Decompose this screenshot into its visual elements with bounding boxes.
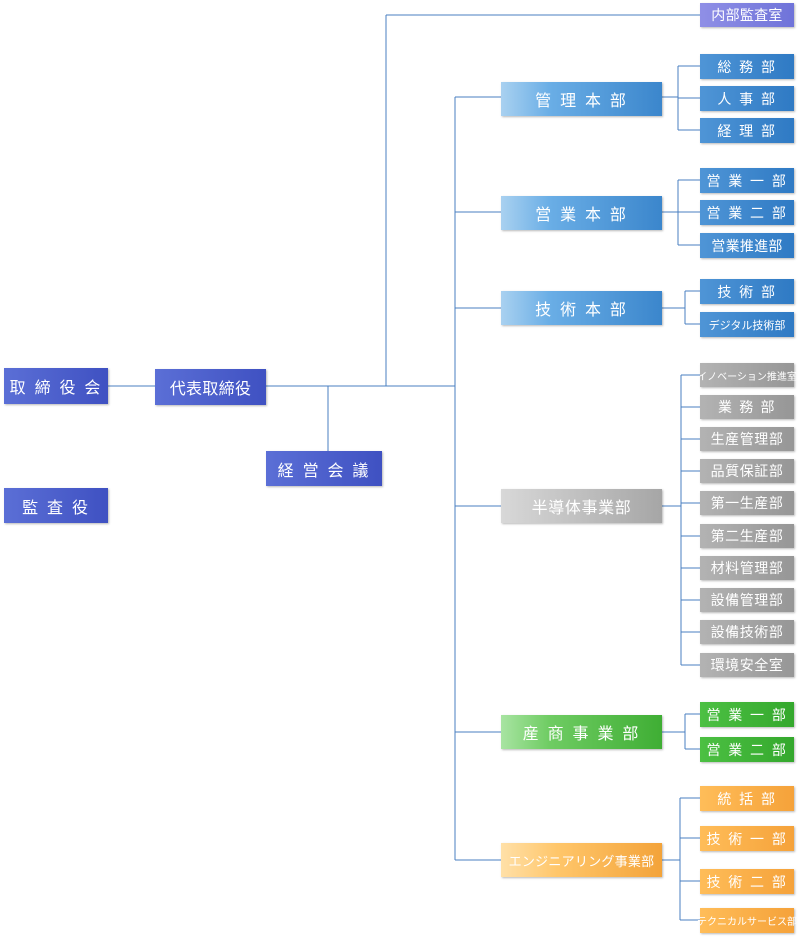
division-tech-box: 技 術 本 部 [501, 291, 662, 325]
dept-general-affairs: 総 務 部 [700, 54, 794, 79]
dept-general-management: 統 括 部 [700, 786, 794, 811]
dept-quality-assurance: 品質保証部 [700, 459, 794, 483]
dept-environment-safety: 環境安全室 [700, 653, 794, 677]
division-sales-box: 営 業 本 部 [501, 196, 662, 230]
board-of-directors-box: 取 締 役 会 [4, 368, 108, 404]
president-box: 代表取締役 [155, 369, 266, 405]
dept-technical-service: テクニカルサービス部 [697, 908, 797, 933]
dept-production-control: 生産管理部 [700, 427, 794, 451]
auditor-box: 監 査 役 [4, 488, 108, 523]
dept-equipment-control: 設備管理部 [700, 588, 794, 612]
division-trading-box: 産 商 事 業 部 [501, 715, 662, 749]
dept-sales-promotion: 営業推進部 [700, 233, 794, 258]
dept-trading-sales-2: 営 業 二 部 [700, 737, 794, 762]
dept-technology: 技 術 部 [700, 279, 794, 304]
division-admin-box: 管 理 本 部 [501, 82, 662, 116]
dept-materials-control: 材料管理部 [700, 556, 794, 580]
dept-accounting: 経 理 部 [700, 118, 794, 143]
dept-human-resources: 人 事 部 [700, 86, 794, 111]
dept-equipment-technology: 設備技術部 [700, 620, 794, 644]
dept-production-1: 第一生産部 [700, 491, 794, 515]
dept-trading-sales-1: 営 業 一 部 [700, 702, 794, 727]
dept-engineering-2: 技 術 二 部 [700, 869, 794, 894]
division-semiconductor-box: 半導体事業部 [501, 489, 662, 523]
internal-audit-office-box: 内部監査室 [700, 3, 794, 27]
division-engineering-box: エンジニアリング事業部 [501, 843, 662, 877]
dept-operations: 業 務 部 [700, 395, 794, 419]
management-council-box: 経 営 会 議 [266, 451, 382, 486]
dept-sales-2: 営 業 二 部 [700, 200, 794, 225]
dept-digital-technology: デジタル技術部 [700, 312, 794, 337]
dept-sales-1: 営 業 一 部 [700, 168, 794, 193]
dept-production-2: 第二生産部 [700, 524, 794, 548]
dept-innovation-office: イノベーション推進室 [697, 363, 797, 387]
dept-engineering-1: 技 術 一 部 [700, 826, 794, 851]
